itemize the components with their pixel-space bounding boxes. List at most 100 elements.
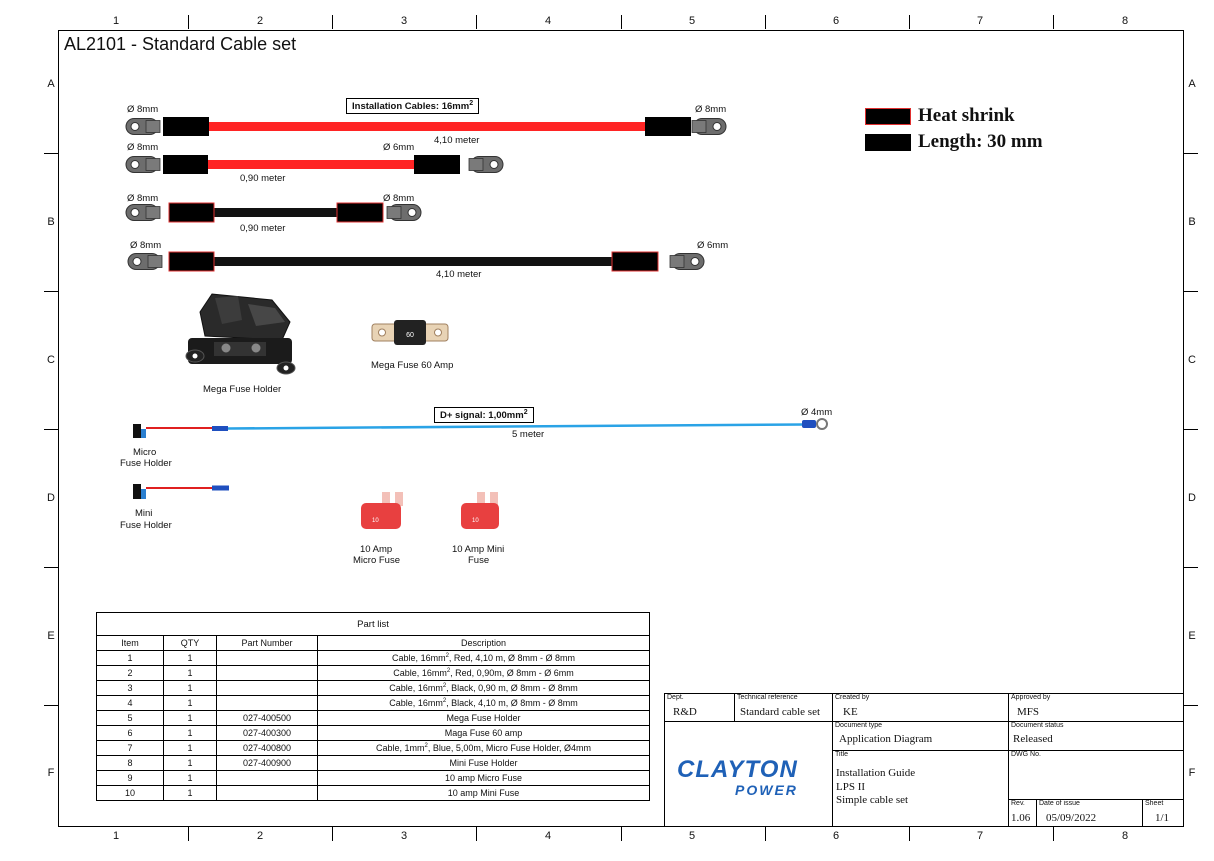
col-label-top: 2 (256, 15, 264, 27)
tb-title-line-1: Installation Guide (836, 767, 916, 779)
micro-fuse-print: 10 (372, 518, 379, 524)
zone-tick (1184, 567, 1198, 568)
tb-sheet-caption: Sheet (1145, 800, 1164, 807)
micro-fuse-holder-label-2: Fuse Holder (120, 458, 172, 469)
zone-tick (332, 15, 333, 29)
cell-item: 6 (96, 725, 164, 741)
cell-part-number: 027-400300 (216, 725, 318, 741)
tb-date: Date of issue 05/09/2022 (1036, 799, 1143, 827)
tb-rev-caption: Rev. (1011, 800, 1025, 807)
row-label-right: F (1188, 767, 1196, 779)
signal-wire (227, 423, 805, 430)
col-label-top: 1 (112, 15, 120, 27)
cell-part-number (216, 695, 318, 711)
cable-4-right-diameter: Ø 6mm (697, 240, 729, 251)
tb-dwg-no: DWG No. (1008, 750, 1184, 800)
mini-fuse-holder-image (133, 484, 229, 499)
description-text: Cable, 16mm (392, 653, 446, 663)
col-label-bottom: 6 (832, 830, 840, 842)
mini-fuse-label-1: 10 Amp Mini (452, 544, 505, 555)
tb-doc-status-caption: Document status (1011, 722, 1064, 729)
zone-tick (1053, 15, 1054, 29)
cable-3-shrink-right (336, 202, 384, 223)
col-item: Item (96, 635, 164, 651)
cable-3-wire (212, 208, 339, 217)
mini-fuse-holder-label-2: Fuse Holder (120, 520, 172, 531)
tb-doc-status: Document status Released (1008, 721, 1184, 751)
row-label-right: B (1188, 216, 1196, 228)
tb-tech-ref: Technical reference Standard cable set (734, 693, 833, 722)
ring-terminal-sleeve (802, 420, 816, 428)
col-qty: QTY (163, 635, 217, 651)
col-label-bottom: 8 (1121, 830, 1129, 842)
row-label-left: D (47, 492, 55, 504)
mini-fuse-label-2: Fuse (468, 555, 490, 566)
mega-fuse-print: 60 (406, 332, 414, 339)
cable-1-lug-right (691, 118, 727, 135)
cell-item: 5 (96, 710, 164, 726)
cable-4-lug-right (669, 253, 705, 270)
cell-description: 10 amp Mini Fuse (317, 785, 650, 801)
mega-fuse-holder-image (185, 293, 296, 375)
description-superscript: 2 (442, 683, 447, 689)
description-text-rest: , Blue, 5,00m, Micro Fuse Holder, Ø4mm (427, 743, 591, 753)
tb-approved-caption: Approved by (1011, 694, 1051, 701)
description-text: Cable, 16mm (389, 683, 443, 693)
description-text: Maga Fuse 60 amp (444, 728, 523, 738)
cable-1-lug-left (125, 118, 161, 135)
drawing-title: AL2101 - Standard Cable set (64, 34, 297, 54)
col-label-top: 7 (976, 15, 984, 27)
cell-description: Cable, 16mm2, Black, 4,10 m, Ø 8mm - Ø 8… (317, 695, 650, 711)
cell-part-number (216, 665, 318, 681)
tb-created-caption: Created by (835, 694, 870, 701)
cell-qty: 1 (163, 665, 217, 681)
mini-fuse-holder-body (133, 484, 141, 499)
cell-description: 10 amp Micro Fuse (317, 770, 650, 786)
cell-item: 4 (96, 695, 164, 711)
cell-part-number (216, 770, 318, 786)
cable-2-right-diameter: Ø 6mm (383, 142, 415, 153)
cable-2-shrink-right (414, 155, 460, 174)
cable-2 (125, 155, 504, 174)
cable-2-lug-left (125, 156, 161, 173)
col-label-top: 4 (544, 15, 552, 27)
description-text: Cable, 16mm (389, 698, 443, 708)
tb-doc-type-caption: Document type (835, 722, 883, 729)
micro-fuse-label-1: 10 Amp (360, 544, 393, 555)
tb-title-line-3: Simple cable set (836, 794, 909, 806)
col-label-top: 6 (832, 15, 840, 27)
cable-3-lug-left (125, 204, 161, 221)
cell-part-number: 027-400900 (216, 755, 318, 771)
tb-doc-type-value: Application Diagram (839, 733, 933, 745)
cable-1-length: 4,10 meter (434, 135, 480, 146)
mini-fuse-holder-label-1: Mini (135, 508, 153, 519)
zone-tick (476, 15, 477, 29)
tb-created-value: KE (843, 706, 858, 718)
cable-2-left-diameter: Ø 8mm (127, 142, 159, 153)
zone-tick (909, 827, 910, 841)
row-label-left: A (47, 78, 55, 90)
tb-title-line-2: LPS II (836, 781, 866, 793)
cell-description: Mini Fuse Holder (317, 755, 650, 771)
micro-fuse-image: 10 (361, 492, 403, 529)
tb-dwg-caption: DWG No. (1011, 751, 1041, 758)
tb-rev-value: 1.06 (1011, 812, 1031, 824)
cell-description: Cable, 16mm2, Black, 0,90 m, Ø 8mm - Ø 8… (317, 680, 650, 696)
heat-shrink-swatch (865, 134, 911, 151)
part-list-header-row: Item QTY Part Number Description (96, 635, 650, 651)
cell-item: 10 (96, 785, 164, 801)
description-superscript: 2 (424, 743, 428, 749)
clayton-logo: CLAYTON (677, 756, 798, 783)
row-label-right: A (1188, 78, 1196, 90)
tb-dept-caption: Dept. (667, 694, 684, 701)
legend-line-2: Length: 30 mm (918, 131, 1043, 152)
cable-1-shrink-left (163, 117, 209, 136)
tb-title-caption: Title (835, 751, 848, 758)
cell-qty: 1 (163, 740, 217, 756)
